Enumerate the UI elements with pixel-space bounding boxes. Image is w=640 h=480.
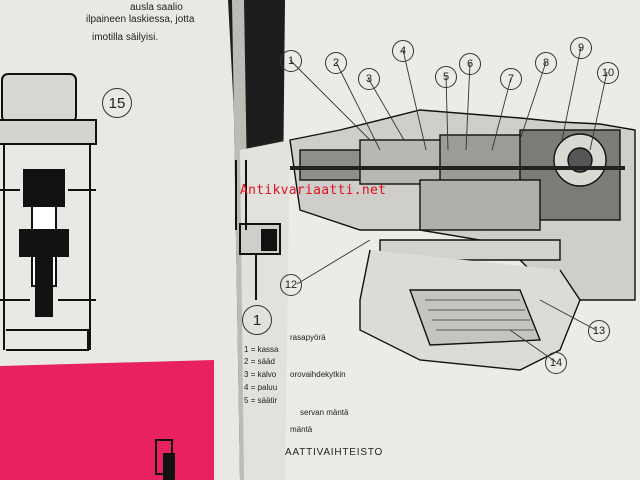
callout-15: 15 <box>102 88 132 118</box>
callout-10: 10 <box>597 62 619 84</box>
legend-item: 4 = paluu <box>244 383 278 392</box>
callout-left-1: 1 <box>242 305 272 335</box>
watermark: Antikvariaatti.net <box>240 183 387 198</box>
callout-12: 12 <box>280 274 302 296</box>
magenta-block <box>0 360 214 480</box>
legend-item: 2 = sääd <box>244 357 275 366</box>
callout-6: 6 <box>459 53 481 75</box>
legend-item: 3 = kalvo <box>244 370 277 379</box>
callout-5: 5 <box>435 66 457 88</box>
note-line: orovaihdekytkin <box>290 370 346 379</box>
callout-2: 2 <box>325 52 347 74</box>
note-line: servan mäntä <box>300 408 349 417</box>
callout-4: 4 <box>392 40 414 62</box>
callout-3: 3 <box>358 68 380 90</box>
legend-item: 5 = säätir <box>244 396 278 405</box>
note-line: mäntä <box>290 425 313 434</box>
callout-7: 7 <box>500 68 522 90</box>
left-text-line-2: ilpaineen laskiessa, jotta <box>86 14 195 25</box>
callout-8: 8 <box>535 52 557 74</box>
callout-14: 14 <box>545 352 567 374</box>
callout-13: 13 <box>588 320 610 342</box>
left-text-line-3: imotilla säilyisi. <box>92 32 159 43</box>
figure-caption: AATTIVAIHTEISTO <box>285 447 384 458</box>
legend-item: 1 = kassa <box>244 345 279 354</box>
callout-9: 9 <box>570 37 592 59</box>
callout-1: 1 <box>280 50 302 72</box>
note-line: rasapyörä <box>290 333 326 342</box>
left-text-line-1: ausla saalio <box>130 2 183 13</box>
